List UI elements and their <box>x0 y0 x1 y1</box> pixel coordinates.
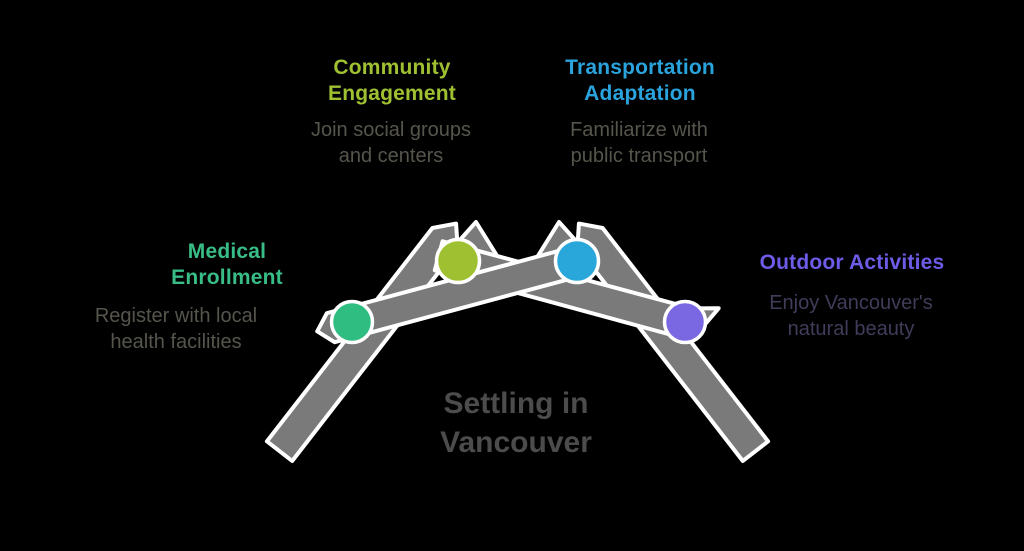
transportation-adaptation-subtitle: Familiarize with public transport <box>570 119 708 167</box>
outdoor-activities-dot <box>662 299 708 345</box>
medical-enrollment-dot <box>329 299 375 345</box>
outdoor-activities-heading: Outdoor Activities <box>759 251 945 274</box>
diagram-title: Settling in Vancouver <box>440 387 592 459</box>
transportation-adaptation-dot <box>553 237 601 285</box>
community-engagement-subtitle: Join social groups and centers <box>310 119 472 167</box>
community-engagement-heading: Community Engagement <box>327 56 457 105</box>
outdoor-activities-subtitle: Enjoy Vancouver's natural beauty <box>769 292 933 340</box>
left-slope-ribbon <box>264 221 460 463</box>
community-engagement-dot <box>434 237 482 285</box>
medical-enrollment-heading: Medical Enrollment <box>171 240 283 289</box>
transportation-adaptation-heading: Transportation Adaptation <box>565 56 715 105</box>
medical-enrollment-subtitle: Register with local health facilities <box>94 305 258 353</box>
right-slope-ribbon <box>575 221 771 463</box>
